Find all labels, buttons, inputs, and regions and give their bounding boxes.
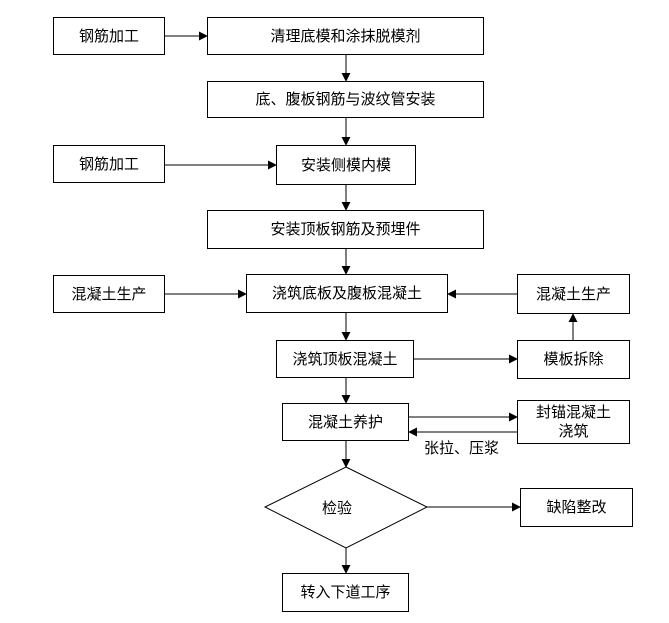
node-rebar-processing-top: 钢筋加工 <box>53 17 165 55</box>
node-pour-top-slab: 浇筑顶板混凝土 <box>276 340 414 378</box>
node-remove-formwork: 模板拆除 <box>517 340 630 379</box>
node-clean-formwork: 清理底模和涂抹脱模剂 <box>207 17 484 55</box>
edge-label-tension-grouting: 张拉、压浆 <box>424 439 500 457</box>
node-pour-bottom-web: 浇筑底板及腹板混凝土 <box>246 274 448 313</box>
node-rebar-processing-mid: 钢筋加工 <box>53 145 165 183</box>
node-concrete-curing: 混凝土养护 <box>282 403 409 441</box>
node-bottom-web-rebar: 底、腹板钢筋与波纹管安装 <box>207 81 484 118</box>
node-install-side-inner-forms: 安装侧模内模 <box>276 145 416 185</box>
node-next-process: 转入下道工序 <box>282 573 409 612</box>
node-inspection-label: 检验 <box>322 499 353 517</box>
inspection-diamond <box>263 466 429 549</box>
node-anchor-sealing: 封锚混凝土 浇筑 <box>517 400 630 444</box>
anchor-sealing-line-2: 浇筑 <box>558 422 589 440</box>
anchor-sealing-line-1: 封锚混凝土 <box>535 403 611 422</box>
node-concrete-production-left: 混凝土生产 <box>53 275 165 313</box>
node-install-top-rebar: 安装顶板钢筋及预埋件 <box>207 210 484 249</box>
node-defect-rectification: 缺陷整改 <box>520 488 633 527</box>
node-concrete-production-right: 混凝土生产 <box>517 274 630 314</box>
